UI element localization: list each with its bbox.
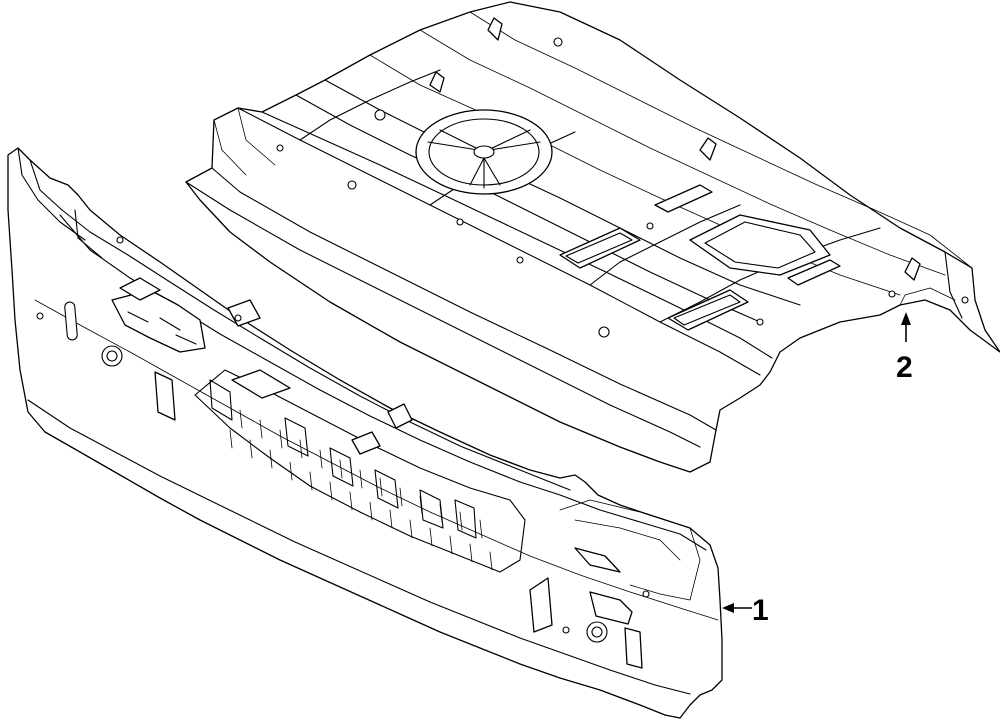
callout-2: 2: [896, 312, 913, 384]
callout-2-arrowhead: [901, 312, 911, 325]
callout-1-label: 1: [752, 594, 769, 627]
rear-body-panel: [7, 147, 723, 719]
callout-1: 1: [722, 594, 769, 627]
spare-tire-well: [415, 109, 553, 195]
callout-2-label: 2: [896, 351, 913, 384]
rear-floor-pan: [185, 1, 1000, 473]
panel-slot-grid: [209, 379, 493, 571]
callout-1-arrowhead: [722, 603, 734, 613]
